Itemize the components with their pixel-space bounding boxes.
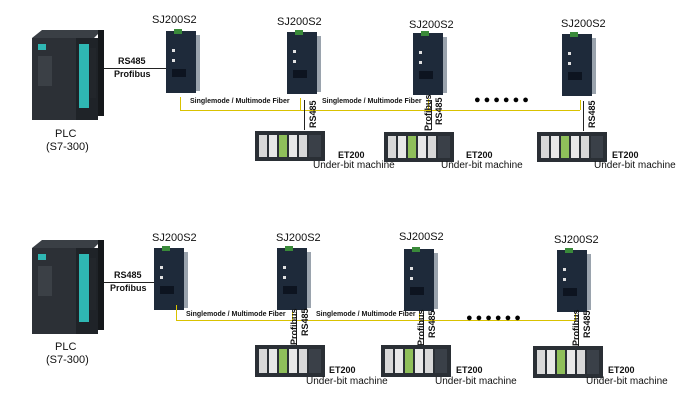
under-bit-label-2a: Under-bit machine <box>306 376 388 387</box>
under-bit-label-1b: Under-bit machine <box>441 160 523 171</box>
drop-line-1b <box>304 100 305 130</box>
converter-label-2b: SJ200S2 <box>276 232 321 244</box>
fiber-link-2 <box>176 305 177 321</box>
converter-device-2a <box>154 246 188 310</box>
converter-device-2b <box>277 246 311 310</box>
rs485-label-2: RS485 <box>114 270 142 280</box>
vert-rs485-2d: RS485 <box>582 310 592 338</box>
continuation-dots-1: ●●●●●● <box>474 94 532 106</box>
drop-line-2d <box>578 314 579 348</box>
et200-unit-2b <box>381 345 451 377</box>
converter-device-1d <box>562 32 596 96</box>
et200-label-2b: ET200 <box>456 365 483 375</box>
profibus-label-1: Profibus <box>114 69 151 79</box>
fiber-label-2b: Singlemode / Multimode Fiber <box>316 311 416 318</box>
plc-name-1: PLC <box>55 128 77 140</box>
converter-label-2a: SJ200S2 <box>152 232 197 244</box>
under-bit-label-2c: Under-bit machine <box>586 376 668 387</box>
fiber-link-2-main <box>176 320 576 321</box>
fiber-label-2a: Singlemode / Multimode Fiber <box>186 311 286 318</box>
et200-label-1a: ET200 <box>338 150 365 160</box>
rs485-link-2 <box>104 282 156 283</box>
fiber-link-1-drop-d <box>580 100 581 110</box>
converter-label-2d: SJ200S2 <box>554 234 599 246</box>
plc-device-1 <box>32 30 104 120</box>
converter-label-1a: SJ200S2 <box>152 14 197 26</box>
drop-line-1c <box>431 100 432 130</box>
fiber-link-2-drop-b <box>292 312 293 320</box>
converter-device-2d <box>557 248 591 312</box>
vert-profibus-2d: Profibus <box>571 309 581 346</box>
fiber-link-1 <box>180 97 181 111</box>
plc-device-2 <box>32 240 104 334</box>
converter-device-1c <box>413 31 447 95</box>
converter-label-2c: SJ200S2 <box>399 231 444 243</box>
drop-line-2c <box>423 313 424 347</box>
rs485-link-1 <box>104 68 166 69</box>
vert-rs485-1b: RS485 <box>308 100 318 128</box>
et200-unit-2a <box>255 345 325 377</box>
rs485-label-1: RS485 <box>118 56 146 66</box>
plc-name-2: PLC <box>55 341 77 353</box>
fiber-label-1a: Singlemode / Multimode Fiber <box>190 98 290 105</box>
vert-rs485-2c: RS485 <box>427 310 437 338</box>
drop-line-1d <box>583 101 584 131</box>
converter-device-1a <box>166 29 200 93</box>
fiber-link-1-drop-b <box>300 98 301 110</box>
vert-rs485-1c: RS485 <box>434 97 444 125</box>
under-bit-label-2b: Under-bit machine <box>435 376 517 387</box>
fiber-link-1-drop-c <box>428 99 429 110</box>
under-bit-label-1c: Under-bit machine <box>594 160 676 171</box>
converter-device-1b <box>287 30 321 94</box>
converter-label-1b: SJ200S2 <box>277 16 322 28</box>
et200-label-2a: ET200 <box>329 365 356 375</box>
vert-rs485-1d: RS485 <box>587 100 597 128</box>
vert-profibus-2c: Profibus <box>416 309 426 346</box>
plc-model-2: (S7-300) <box>46 354 89 366</box>
et200-unit-1a <box>255 131 325 161</box>
vert-profibus-1c: Profibus <box>423 94 433 131</box>
plc-model-1: (S7-300) <box>46 141 89 153</box>
et200-label-1b: ET200 <box>466 150 493 160</box>
continuation-dots-2: ●●●●●● <box>466 312 524 324</box>
converter-label-1d: SJ200S2 <box>561 18 606 30</box>
converter-device-2c <box>404 247 438 311</box>
fiber-link-2-drop-d <box>575 314 576 320</box>
et200-unit-1c <box>537 132 607 162</box>
fiber-label-1b: Singlemode / Multimode Fiber <box>322 98 422 105</box>
drop-line-2b <box>296 312 297 346</box>
et200-unit-1b <box>384 132 454 162</box>
fiber-link-1-main <box>180 110 580 111</box>
et200-label-2c: ET200 <box>608 365 635 375</box>
vert-profibus-2b: Profibus <box>289 308 299 345</box>
profibus-label-2: Profibus <box>110 283 147 293</box>
et200-unit-2c <box>533 346 603 378</box>
under-bit-label-1a: Under-bit machine <box>313 160 395 171</box>
converter-label-1c: SJ200S2 <box>409 19 454 31</box>
vert-rs485-2b: RS485 <box>300 308 310 336</box>
fiber-link-2-drop-c <box>419 313 420 320</box>
et200-label-1c: ET200 <box>612 150 639 160</box>
